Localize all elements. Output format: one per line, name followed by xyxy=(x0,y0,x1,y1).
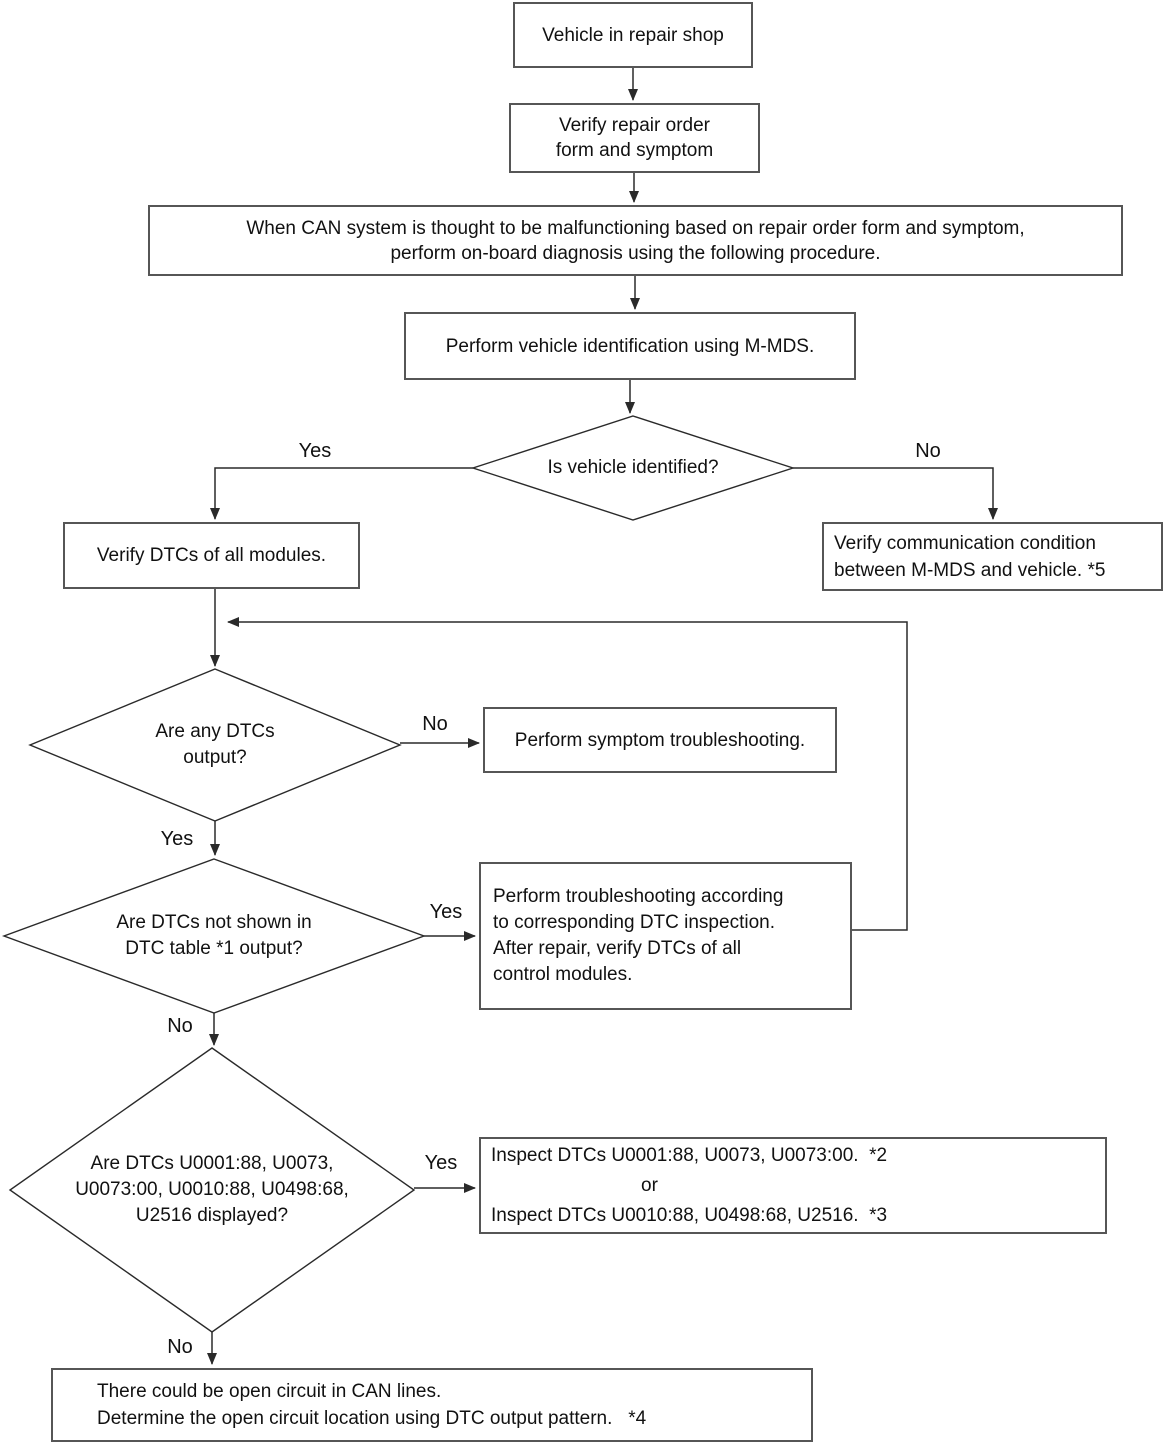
connector-no-verify-comm xyxy=(793,467,998,520)
connector-yes-verify-dtcs xyxy=(210,467,473,520)
branch-label-no-not-in-table: No xyxy=(167,1015,193,1037)
decision-diamond-specific-dtcs xyxy=(8,1047,416,1333)
decision-diamond-not-in-table xyxy=(1,858,427,1014)
decision-text-any-dtcs: Are any DTCs output? xyxy=(155,721,275,768)
branch-label-no-any-dtcs: No xyxy=(422,713,448,735)
decision-text-not-in-table: Are DTCs not shown in DTC table *1 outpu… xyxy=(116,912,312,959)
inspect-dtcs-or: or xyxy=(641,1174,658,1196)
decision-diamond-is-identified xyxy=(470,415,796,521)
process-box-verify-dtcs-all-modules: Verify DTCs of all modules. xyxy=(63,522,360,589)
process-box-can-malfunction-note: When CAN system is thought to be malfunc… xyxy=(148,205,1123,276)
process-box-inspect-dtcs: Inspect DTCs U0001:88, U0073, U0073:00. … xyxy=(479,1137,1107,1234)
process-box-dtc-troubleshooting: Perform troubleshooting according to cor… xyxy=(479,862,852,1010)
decision-text-specific-dtcs: Are DTCs U0001:88, U0073, U0073:00, U001… xyxy=(75,1153,349,1226)
branch-label-no-specific-dtcs: No xyxy=(167,1336,193,1358)
process-box-open-circuit: There could be open circuit in CAN lines… xyxy=(51,1368,813,1442)
decision-text-is-identified: Is vehicle identified? xyxy=(547,457,719,478)
decision-diamond-any-dtcs xyxy=(28,668,402,822)
process-box-vehicle-identification: Perform vehicle identification using M-M… xyxy=(404,312,856,380)
process-box-verify-repair-order: Verify repair order form and symptom xyxy=(509,103,760,173)
process-box-symptom-troubleshooting: Perform symptom troubleshooting. xyxy=(483,707,837,773)
process-box-vehicle-in-repair-shop: Vehicle in repair shop xyxy=(513,2,753,68)
branch-label-yes-any-dtcs: Yes xyxy=(160,828,194,850)
connector-feedback-loop xyxy=(227,617,908,931)
inspect-dtcs-line1: Inspect DTCs U0001:88, U0073, U0073:00. … xyxy=(491,1144,888,1166)
branch-label-no-identified: No xyxy=(915,440,941,462)
branch-label-yes-not-in-table: Yes xyxy=(429,901,463,923)
branch-label-yes-identified: Yes xyxy=(298,440,332,462)
inspect-dtcs-line2: Inspect DTCs U0010:88, U0498:68, U2516. … xyxy=(491,1204,888,1226)
process-box-verify-communication: Verify communication condition between M… xyxy=(822,522,1163,591)
branch-label-yes-specific-dtcs: Yes xyxy=(424,1152,458,1174)
